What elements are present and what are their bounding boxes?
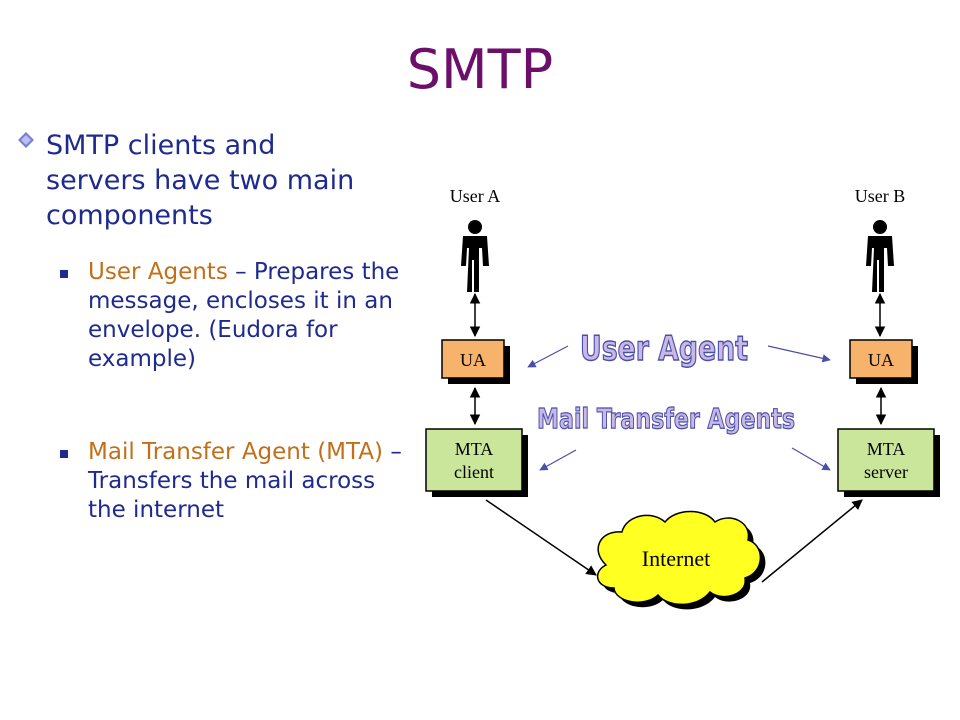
- pointer-arrow-ua-left: [527, 345, 569, 368]
- internet-cloud: Internet: [596, 510, 766, 610]
- square-bullet-icon: [60, 270, 68, 278]
- ua-right-box: UA: [849, 339, 918, 384]
- internet-label: Internet: [642, 546, 710, 571]
- mta-server-box: MTA server: [837, 428, 940, 497]
- pointer-arrow-mta-right: [791, 447, 831, 471]
- arrow-mta-client-internet: [485, 499, 597, 576]
- mta-client-box: MTA client: [425, 428, 528, 497]
- smtp-diagram: User A User B UA UA MTA client MTA serve…: [425, 186, 940, 610]
- sub-bullet-text: – Transfers the mail across the internet: [88, 439, 402, 523]
- mta-server-line1: MTA: [867, 439, 906, 459]
- ua-left-label: UA: [460, 350, 486, 370]
- user-a-person-icon: [461, 220, 489, 292]
- user-a-label: User A: [450, 186, 501, 206]
- square-bullet-icon: [60, 450, 68, 458]
- diamond-bullet-icon: [18, 132, 34, 148]
- ua-left-box: UA: [441, 339, 510, 384]
- user-b-person-icon: [866, 220, 894, 292]
- sub-bullet-mta: Mail Transfer Agent (MTA) – Transfers th…: [60, 438, 402, 525]
- mta-server-line2: server: [864, 462, 908, 482]
- mta-label: Mail Transfer Agents: [537, 402, 795, 435]
- sub-bullet-user-agents: User Agents – Prepares the message, encl…: [60, 258, 402, 374]
- mta-client-line2: client: [454, 462, 494, 482]
- pointer-arrow-ua-right: [767, 345, 831, 363]
- user-b-label: User B: [855, 186, 906, 206]
- pointer-arrow-mta-left: [539, 449, 577, 471]
- arrow-internet-mta-server: [761, 499, 863, 583]
- user-agent-label: User Agent: [580, 329, 748, 369]
- mta-client-line1: MTA: [455, 439, 494, 459]
- sub-bullet-highlight: User Agents: [88, 259, 228, 285]
- main-bullet: SMTP clients and servers have two main c…: [18, 128, 378, 233]
- sub-bullet-text: – Prepares the message, encloses it in a…: [88, 259, 400, 372]
- slide-title: SMTP: [406, 38, 554, 101]
- sub-bullet-highlight: Mail Transfer Agent (MTA): [88, 439, 384, 465]
- ua-right-label: UA: [868, 350, 894, 370]
- main-bullet-text: SMTP clients and servers have two main c…: [46, 130, 355, 231]
